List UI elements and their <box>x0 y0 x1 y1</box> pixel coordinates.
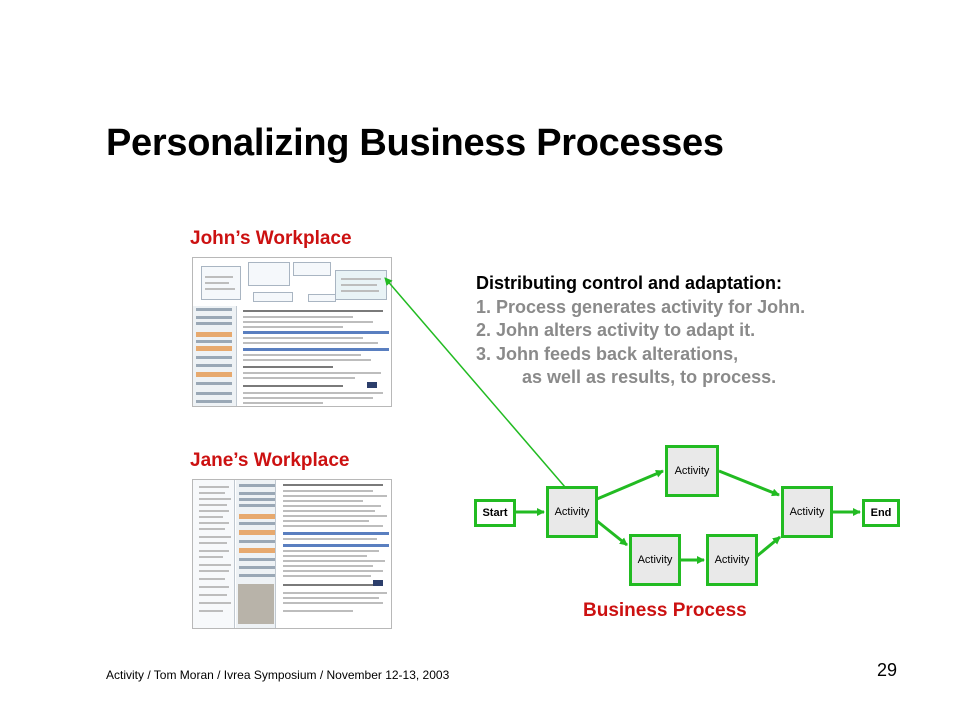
connector-activity-to-lower <box>596 519 628 547</box>
point-3: 3. John feeds back alterations, <box>476 343 739 364</box>
janes-workplace-screenshot <box>192 479 392 629</box>
point-1: 1. Process generates activity for John. <box>476 296 806 317</box>
process-end-node: End <box>862 499 900 527</box>
point-2: 2. John alters activity to adapt it. <box>476 320 756 340</box>
control-points: Distributing control and adaptation: 1. … <box>476 272 805 390</box>
johns-workplace-label: John’s Workplace <box>190 228 352 249</box>
slide-title: Personalizing Business Processes <box>106 122 724 164</box>
points-heading: Distributing control and adaptation: <box>476 273 782 293</box>
connector-upper-to-right <box>718 469 780 497</box>
johns-workplace-screenshot <box>192 257 392 407</box>
activity-node-upper: Activity <box>665 445 719 497</box>
feedback-connector <box>384 277 566 488</box>
janes-workplace-label: Jane’s Workplace <box>190 450 350 471</box>
business-process-label: Business Process <box>583 600 747 621</box>
slide-footer: Activity / Tom Moran / Ivrea Symposium /… <box>106 668 450 682</box>
activity-node-lower-left: Activity <box>629 534 681 586</box>
activity-node-lower-right: Activity <box>706 534 758 586</box>
activity-node-first: Activity <box>546 486 598 538</box>
connector-lower-to-right <box>756 535 781 558</box>
page-number: 29 <box>877 660 898 680</box>
connector-activity-to-upper <box>596 469 664 501</box>
process-start-node: Start <box>474 499 516 527</box>
point-3-continuation: as well as results, to process. <box>522 367 777 387</box>
activity-node-last: Activity <box>781 486 833 538</box>
